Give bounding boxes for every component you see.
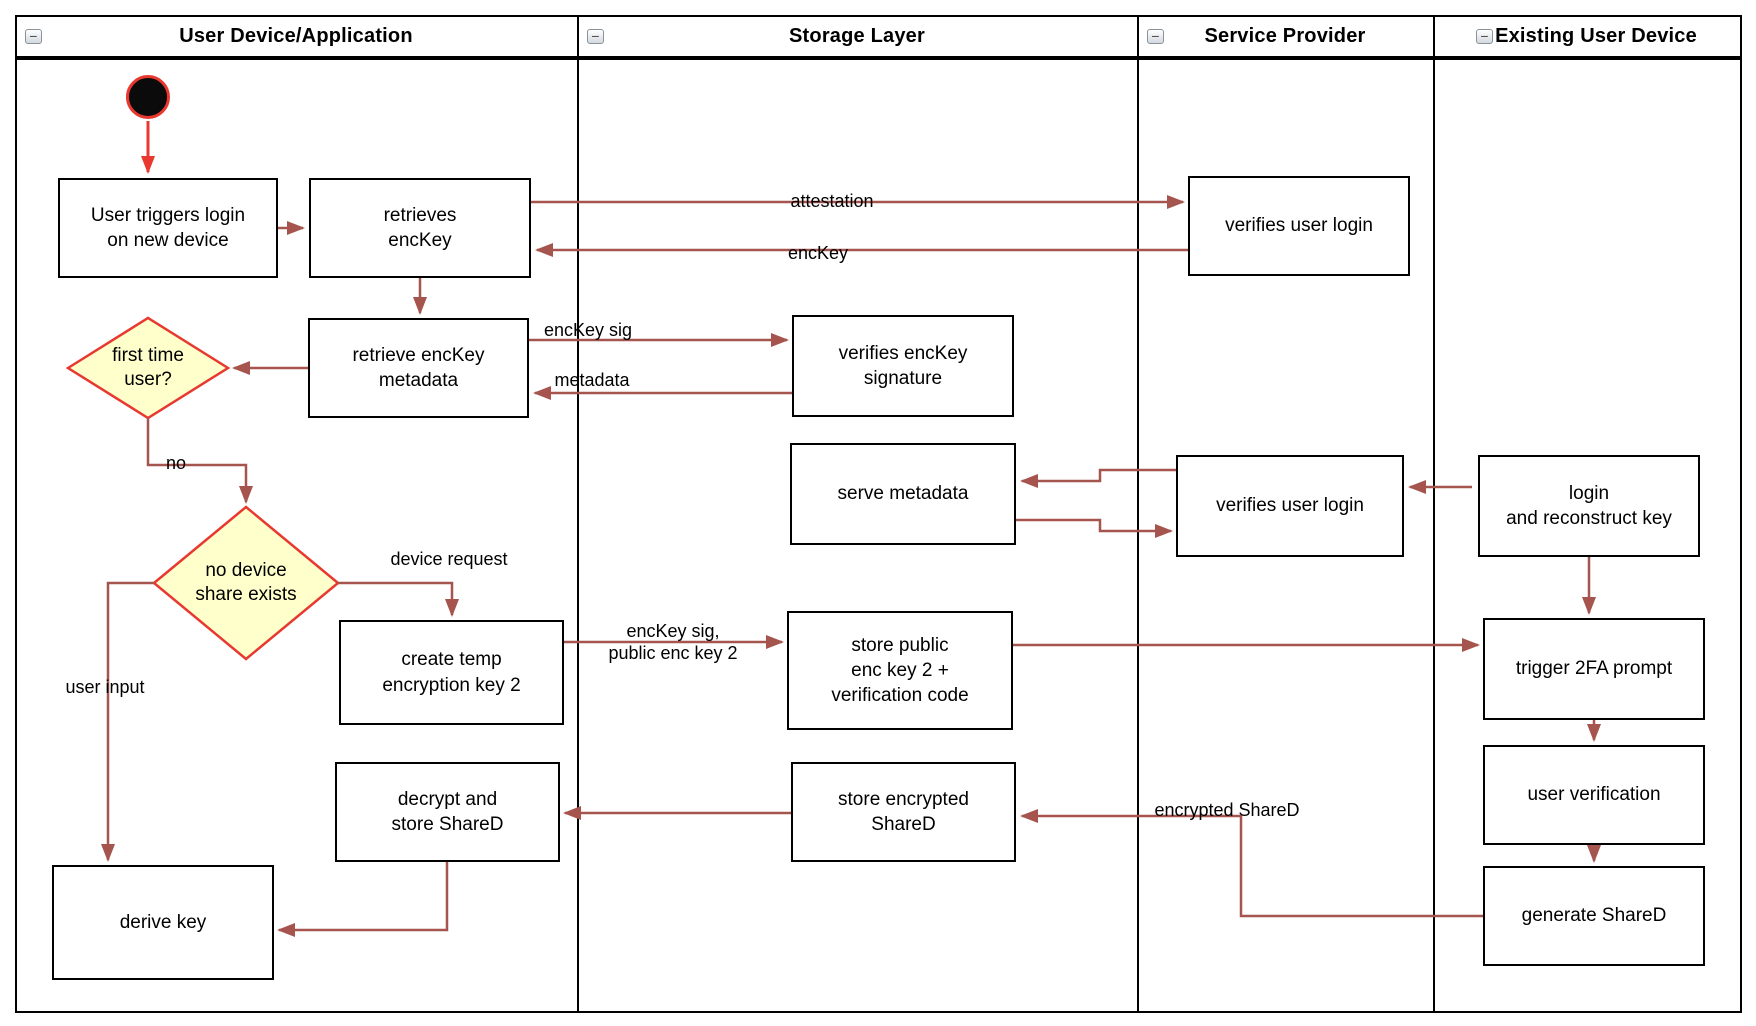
edge-label-enckey-sig-public: encKey sig, public enc key 2 — [608, 621, 738, 663]
node-serve-metadata[interactable]: serve metadata — [790, 443, 1016, 545]
lane-header-underline — [15, 56, 1742, 60]
lane-header-existing-user-device: − Existing User Device — [1435, 17, 1738, 56]
node-retrieves-enckey[interactable]: retrieves encKey — [309, 178, 531, 278]
edge-label-encrypted-shared: encrypted ShareD — [1154, 800, 1300, 821]
node-generate-shared[interactable]: generate ShareD — [1483, 866, 1705, 966]
node-trigger-2fa-prompt[interactable]: trigger 2FA prompt — [1483, 618, 1705, 720]
node-store-encrypted-shared[interactable]: store encrypted ShareD — [791, 762, 1016, 862]
node-login-and-reconstruct-key[interactable]: login and reconstruct key — [1478, 455, 1700, 557]
lane-header-storage-layer: − Storage Layer — [579, 17, 1135, 56]
node-derive-key[interactable]: derive key — [52, 865, 274, 980]
lane-title: Storage Layer — [789, 25, 925, 47]
decision-label-no-device-share: no device share exists — [195, 559, 297, 605]
decision-label-first-time-user: first time user? — [112, 344, 184, 390]
lane-title: Existing User Device — [1495, 25, 1697, 47]
edge-label-device-request: device request — [390, 549, 508, 570]
lane-header-user-device-application: − User Device/Application — [17, 17, 575, 56]
collapse-minus-icon[interactable]: − — [587, 29, 604, 44]
node-decrypt-and-store-shared[interactable]: decrypt and store ShareD — [335, 762, 560, 862]
node-retrieve-enckey-metadata[interactable]: retrieve encKey metadata — [308, 318, 529, 418]
node-user-triggers-login[interactable]: User triggers login on new device — [58, 178, 278, 278]
edge-label-user-input: user input — [65, 677, 145, 698]
start-node[interactable] — [126, 75, 170, 119]
edge-label-enckey-sig: encKey sig — [543, 320, 633, 341]
lane-divider-1 — [577, 15, 579, 1013]
edge-label-enckey: encKey — [787, 243, 849, 264]
node-create-temp-encryption-key-2[interactable]: create temp encryption key 2 — [339, 620, 564, 725]
lane-divider-3 — [1433, 15, 1435, 1013]
edge-label-metadata: metadata — [554, 370, 630, 391]
edge-label-no: no — [165, 453, 187, 474]
edge-label-attestation: attestation — [790, 191, 874, 212]
collapse-minus-icon[interactable]: − — [1476, 29, 1494, 44]
lane-title: Service Provider — [1204, 25, 1366, 47]
node-verifies-enckey-signature[interactable]: verifies encKey signature — [792, 315, 1014, 417]
node-store-public-enc-key-2[interactable]: store public enc key 2 + verification co… — [787, 611, 1013, 730]
collapse-minus-icon[interactable]: − — [25, 29, 42, 44]
lane-header-service-provider: − Service Provider — [1139, 17, 1431, 56]
node-verifies-user-login-1[interactable]: verifies user login — [1188, 176, 1410, 276]
lane-title: User Device/Application — [179, 25, 413, 47]
node-user-verification[interactable]: user verification — [1483, 745, 1705, 845]
collapse-minus-icon[interactable]: − — [1147, 29, 1164, 44]
node-verifies-user-login-2[interactable]: verifies user login — [1176, 455, 1404, 557]
lane-divider-2 — [1137, 15, 1139, 1013]
